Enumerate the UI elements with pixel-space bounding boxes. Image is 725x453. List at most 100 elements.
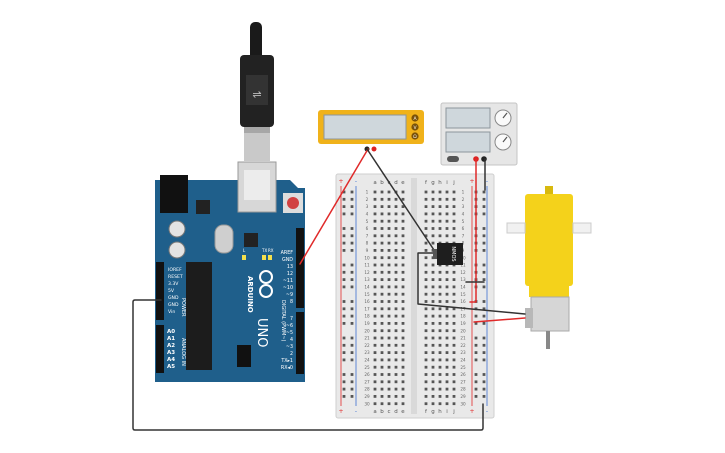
rail-hole[interactable] xyxy=(342,336,346,340)
rail-hole[interactable] xyxy=(350,205,354,208)
breadboard-hole[interactable] xyxy=(387,329,391,333)
rail-hole[interactable] xyxy=(482,373,486,376)
breadboard-hole[interactable] xyxy=(373,234,377,238)
rail-hole[interactable] xyxy=(342,249,346,252)
rail-hole[interactable] xyxy=(350,387,354,391)
breadboard-hole[interactable] xyxy=(380,402,384,406)
breadboard-hole[interactable] xyxy=(424,395,428,398)
rail-hole[interactable] xyxy=(342,285,346,289)
breadboard-hole[interactable] xyxy=(438,212,442,216)
breadboard-hole[interactable] xyxy=(380,212,384,216)
breadboard-hole[interactable] xyxy=(424,249,428,252)
breadboard-hole[interactable] xyxy=(431,358,435,362)
breadboard-hole[interactable] xyxy=(387,322,391,325)
breadboard-hole[interactable] xyxy=(445,212,449,216)
breadboard-hole[interactable] xyxy=(438,205,442,208)
breadboard-hole[interactable] xyxy=(373,263,377,267)
breadboard-hole[interactable] xyxy=(424,329,428,333)
rail-hole[interactable] xyxy=(482,285,486,289)
breadboard-hole[interactable] xyxy=(438,219,442,223)
rail-hole[interactable] xyxy=(350,307,354,311)
breadboard-hole[interactable] xyxy=(445,402,449,406)
breadboard-hole[interactable] xyxy=(452,402,456,406)
breadboard-hole[interactable] xyxy=(387,256,391,260)
breadboard-hole[interactable] xyxy=(394,380,398,384)
breadboard-hole[interactable] xyxy=(452,270,456,274)
digital-header-top[interactable] xyxy=(296,228,304,308)
breadboard-hole[interactable] xyxy=(424,234,428,238)
breadboard-hole[interactable] xyxy=(401,241,405,245)
breadboard-hole[interactable] xyxy=(445,205,449,208)
breadboard-hole[interactable] xyxy=(373,292,377,296)
breadboard-hole[interactable] xyxy=(452,234,456,238)
breadboard-hole[interactable] xyxy=(387,373,391,376)
breadboard-hole[interactable] xyxy=(380,292,384,296)
breadboard-hole[interactable] xyxy=(401,380,405,384)
breadboard-hole[interactable] xyxy=(394,197,398,201)
breadboard-hole[interactable] xyxy=(387,365,391,369)
breadboard-hole[interactable] xyxy=(373,270,377,274)
rail-hole[interactable] xyxy=(350,263,354,267)
breadboard-hole[interactable] xyxy=(431,197,435,201)
breadboard-hole[interactable] xyxy=(438,395,442,398)
breadboard-hole[interactable] xyxy=(401,322,405,325)
breadboard-hole[interactable] xyxy=(452,278,456,281)
breadboard-hole[interactable] xyxy=(380,270,384,274)
breadboard-hole[interactable] xyxy=(424,212,428,216)
breadboard-hole[interactable] xyxy=(445,307,449,311)
rail-hole[interactable] xyxy=(474,358,478,362)
breadboard-hole[interactable] xyxy=(394,292,398,296)
wires[interactable] xyxy=(132,148,526,431)
breadboard-hole[interactable] xyxy=(424,270,428,274)
breadboard-hole[interactable] xyxy=(394,241,398,245)
breadboard-hole[interactable] xyxy=(373,256,377,260)
breadboard-hole[interactable] xyxy=(373,402,377,406)
rail-hole[interactable] xyxy=(350,234,354,238)
breadboard-hole[interactable] xyxy=(445,365,449,369)
breadboard-hole[interactable] xyxy=(373,307,377,311)
breadboard-hole[interactable] xyxy=(424,241,428,245)
breadboard-hole[interactable] xyxy=(424,292,428,296)
breadboard-hole[interactable] xyxy=(445,278,449,281)
breadboard-hole[interactable] xyxy=(387,219,391,223)
breadboard-hole[interactable] xyxy=(387,263,391,267)
breadboard-hole[interactable] xyxy=(401,314,405,318)
breadboard-hole[interactable] xyxy=(431,329,435,333)
breadboard-hole[interactable] xyxy=(394,329,398,333)
breadboard-hole[interactable] xyxy=(394,212,398,216)
breadboard-hole[interactable] xyxy=(445,270,449,274)
mode-icon-ohm[interactable]: Ω xyxy=(413,134,417,140)
breadboard-hole[interactable] xyxy=(431,219,435,223)
breadboard-hole[interactable] xyxy=(431,307,435,311)
breadboard-hole[interactable] xyxy=(438,197,442,201)
breadboard-hole[interactable] xyxy=(373,365,377,369)
rail-hole[interactable] xyxy=(474,373,478,376)
breadboard-hole[interactable] xyxy=(387,197,391,201)
breadboard-hole[interactable] xyxy=(445,197,449,201)
rail-hole[interactable] xyxy=(342,227,346,230)
breadboard-hole[interactable] xyxy=(373,314,377,318)
power-supply-icon[interactable] xyxy=(440,102,518,166)
breadboard-hole[interactable] xyxy=(401,292,405,296)
breadboard-hole[interactable] xyxy=(424,402,428,406)
rail-hole[interactable] xyxy=(350,351,354,354)
rail-hole[interactable] xyxy=(482,300,486,303)
breadboard-hole[interactable] xyxy=(380,322,384,325)
breadboard-hole[interactable] xyxy=(445,329,449,333)
breadboard-hole[interactable] xyxy=(452,292,456,296)
breadboard-hole[interactable] xyxy=(431,351,435,354)
breadboard-hole[interactable] xyxy=(401,336,405,340)
breadboard-hole[interactable] xyxy=(401,219,405,223)
breadboard-hole[interactable] xyxy=(445,343,449,347)
breadboard-hole[interactable] xyxy=(401,205,405,208)
breadboard-hole[interactable] xyxy=(445,351,449,354)
breadboard-hole[interactable] xyxy=(431,270,435,274)
multimeter-icon[interactable]: A V Ω xyxy=(318,110,424,152)
breadboard-hole[interactable] xyxy=(373,249,377,252)
rail-hole[interactable] xyxy=(482,227,486,230)
breadboard-hole[interactable] xyxy=(452,358,456,362)
rail-hole[interactable] xyxy=(474,351,478,354)
breadboard-hole[interactable] xyxy=(452,219,456,223)
rail-hole[interactable] xyxy=(482,249,486,252)
breadboard-hole[interactable] xyxy=(394,300,398,303)
